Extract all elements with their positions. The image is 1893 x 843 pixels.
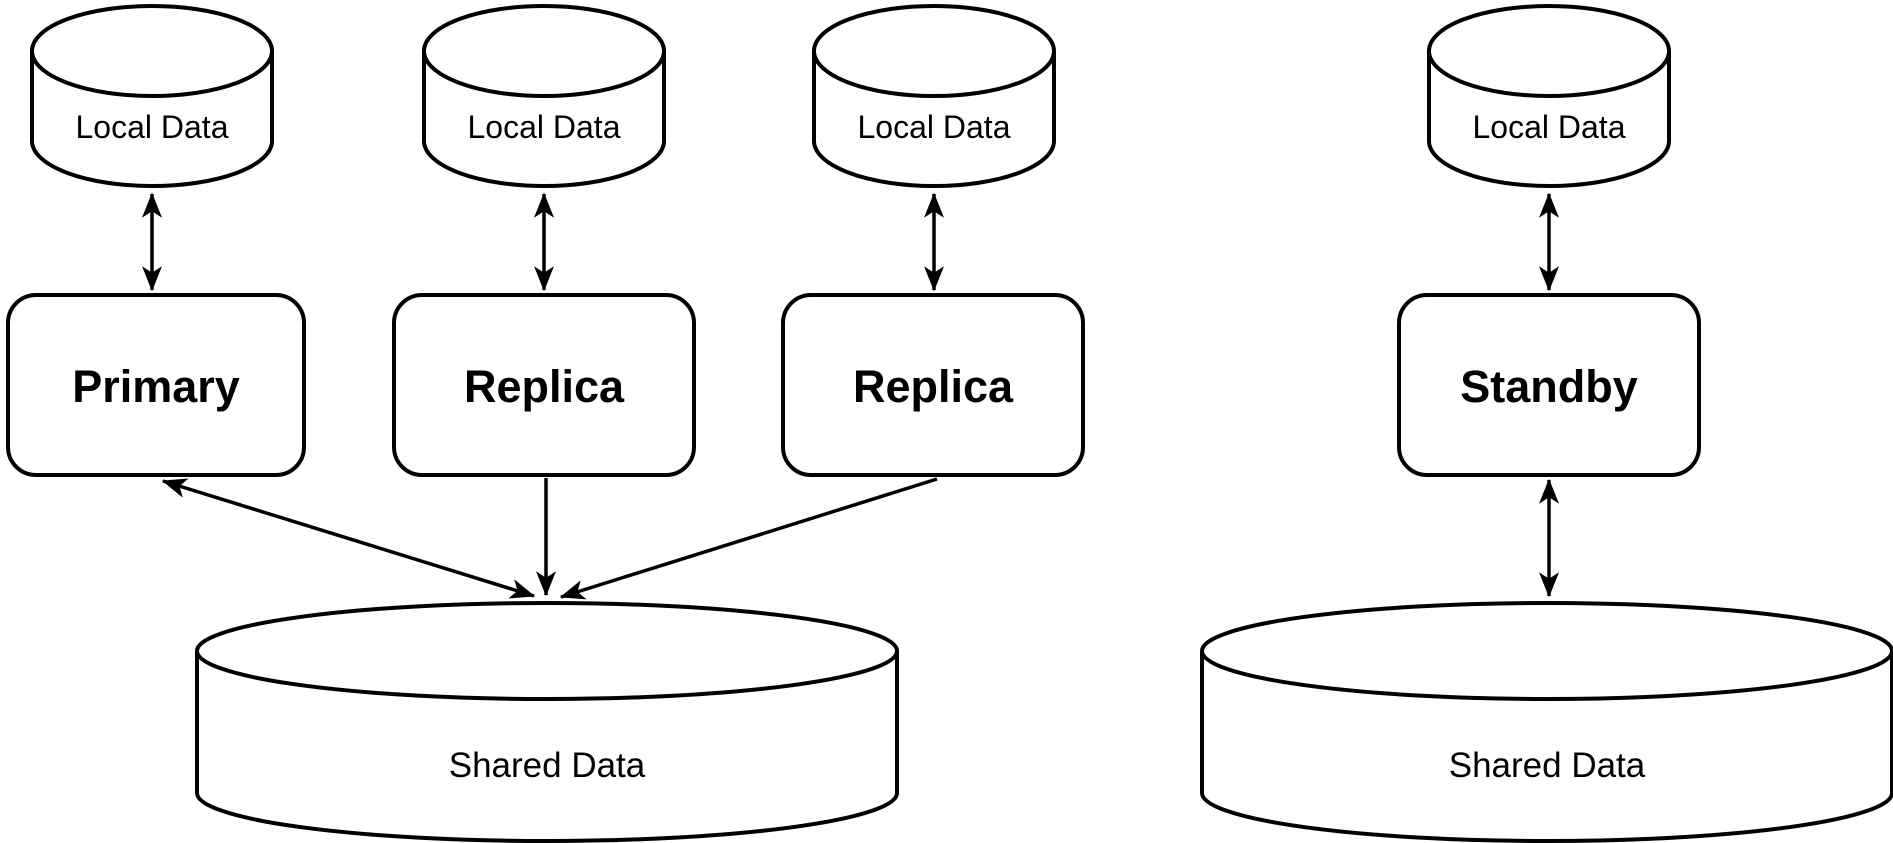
primary-shareddata-bidirectional-arrow [161,478,536,599]
standby-shared-data-cylinder: Shared Data [1200,601,1893,843]
local-data-label: Local Data [858,109,1011,145]
replica1-node: Replica [392,293,696,477]
local-data-label: Local Data [1473,109,1626,145]
shared-data-label: Shared Data [449,746,646,785]
replica2-shareddata-arrow [559,477,938,600]
cluster-shared-data-cylinder: Shared Data [195,601,899,843]
primary-node: Primary [6,293,306,477]
shared-data-label: Shared Data [1449,746,1646,785]
primary-node-label: Primary [72,361,240,412]
replica2-local-data-cylinder: Local Data [812,4,1056,188]
local-data-label: Local Data [76,109,229,145]
replica1-local-data-cylinder: Local Data [422,4,666,188]
local-data-label: Local Data [468,109,621,145]
replica2-node-label: Replica [853,361,1014,412]
standby-node-label: Standby [1460,361,1638,412]
standby-node: Standby [1397,293,1701,477]
primary-local-data-cylinder: Local Data [30,4,274,188]
replica2-node: Replica [781,293,1085,477]
standby-local-data-cylinder: Local Data [1427,4,1671,188]
replica1-node-label: Replica [464,361,625,412]
